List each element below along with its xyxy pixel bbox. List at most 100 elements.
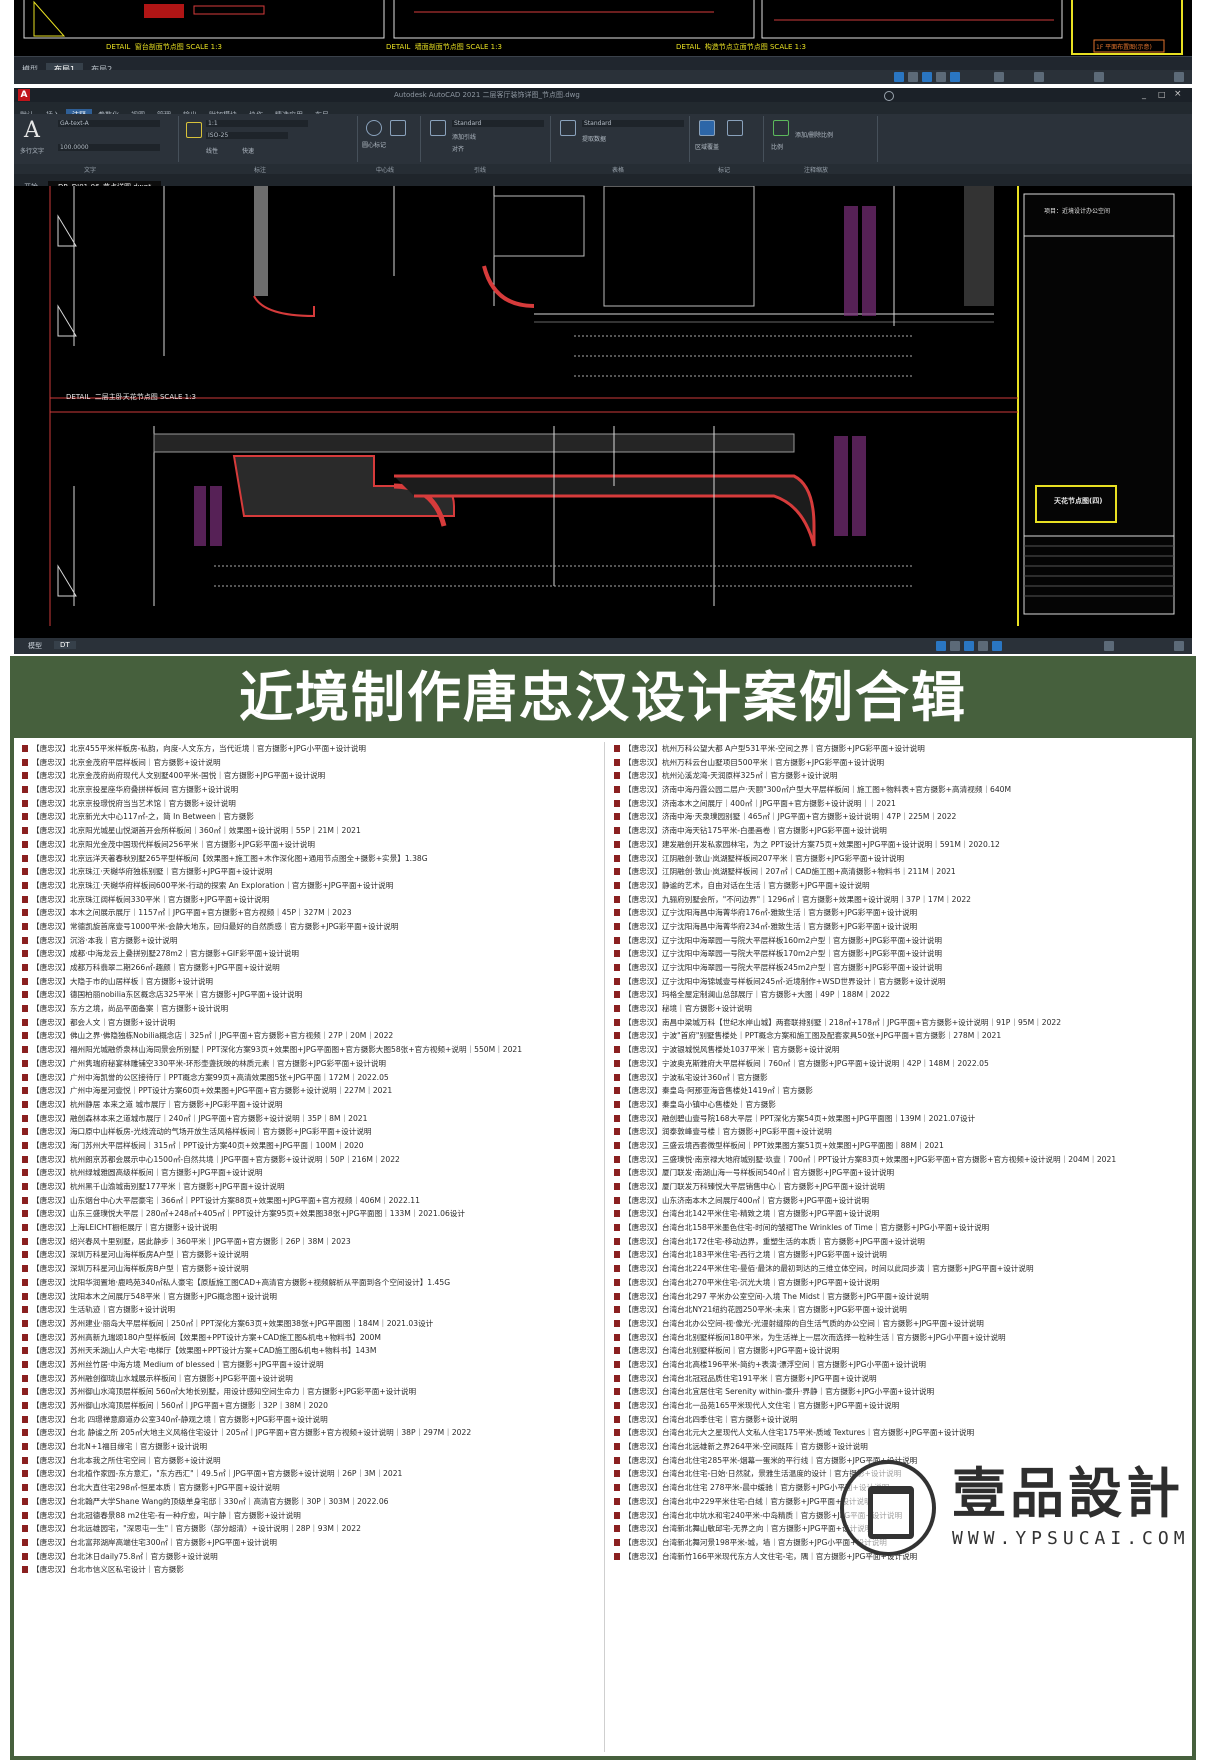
list-item: 【唐忠汉】辽宁沈阳中海翠园一号院大平层样板170m2户型｜官方摄影+JPG彩平面… (614, 947, 1190, 961)
workspace-gear-icon[interactable] (1094, 72, 1104, 82)
add-leader-label[interactable]: 添加引线 (452, 134, 477, 141)
list-item: 【唐忠汉】台北大直住宅298㎡-恒星本质｜官方摄影+JPG平面+设计说明 (22, 1481, 598, 1495)
list-item: 【唐忠汉】九骊府别墅会所，"不问边界"｜1296㎡｜官方摄影+效果图+设计说明｜… (614, 893, 1190, 907)
list-item: 【唐忠汉】东方之境，尚品平面备案｜官方摄影+设计说明 (22, 1002, 598, 1016)
detail-label-1: DETAIL 窗台剖面节点图 SCALE 1:3 (106, 43, 222, 51)
detail-sub-main: 二层主卧天花节点图 SCALE 1:3 (94, 393, 196, 401)
side-panel-stamp: 天花节点图(四) (1054, 497, 1103, 505)
list-item: 【唐忠汉】苏州御山水湾顶层样板间｜560㎡｜JPG平面+官方摄影｜32P｜38M… (22, 1399, 598, 1413)
case-list-section: 近境制作唐忠汉设计案例合辑 【唐忠汉】北京455平米样板房-私韵，向度-人文东方… (10, 656, 1196, 1760)
snap-toggle-icon-main[interactable] (950, 641, 960, 651)
table-style-select[interactable]: Standard (582, 120, 684, 127)
list-item: 【唐忠汉】厦门联发万科臻悦大平层销售中心｜官方摄影+JPG平面+设计说明 (614, 1180, 1190, 1194)
minimize-icon[interactable]: _ (1142, 90, 1146, 99)
search-icon[interactable] (884, 91, 894, 101)
list-item: 【唐忠汉】厦门联发·南湖山海一号样板间540㎡｜官方摄影+JPG平面+设计说明 (614, 1166, 1190, 1180)
snap-toggle-icon[interactable] (908, 72, 918, 82)
list-item: 【唐忠汉】苏州建业·丽岛大平层样板间｜250㎡｜PPT深化方案63页+效果图38… (22, 1317, 598, 1331)
list-item: 【唐忠汉】辽宁沈阳中海锦城壹号样板间245㎡-近境制作+WSD世界设计｜官方摄影… (614, 975, 1190, 989)
list-item: 【唐忠汉】台湾台北冠冠品质住宅191平米｜官方摄影+JPG平面+设计说明 (614, 1372, 1190, 1386)
osnap-toggle-icon[interactable] (950, 72, 960, 82)
list-item: 【唐忠汉】北京珠江·天樾华府样板间600平米-行动的探索 An Explorat… (22, 879, 598, 893)
list-item: 【唐忠汉】台北 静谧之所 205㎡大地主义风格住宅设计｜205㎡｜JPG平面+官… (22, 1426, 598, 1440)
multileader-icon[interactable] (430, 120, 446, 136)
grid-toggle-icon[interactable] (894, 72, 904, 82)
tab-model-top[interactable]: 模型 (14, 63, 46, 76)
text-height-input[interactable]: 100.0000 (58, 144, 160, 151)
polar-toggle-icon-main[interactable] (978, 641, 988, 651)
wipeout-icon[interactable] (699, 120, 715, 136)
app-title-bar: A Autodesk AutoCAD 2021 二层客厅装饰详图_节点图.dwg… (14, 88, 1192, 102)
add-remove-scale-label[interactable]: 添加/删除比例 (795, 132, 834, 139)
ortho-toggle-icon[interactable] (922, 72, 932, 82)
detail-sub-3: 构造节点立面节点图 SCALE 1:3 (704, 43, 806, 51)
list-item: 【唐忠汉】成都万科翡翠二期266㎡-趣颜｜官方摄影+JPG平面+设计说明 (22, 961, 598, 975)
panel-title-markup: 标记 (718, 167, 731, 174)
annotation-scale-icon-main[interactable] (773, 120, 789, 136)
list-item: 【唐忠汉】山东济南本木之间展厅400㎡｜官方摄影+JPG平面+设计说明 (614, 1194, 1190, 1208)
customize-menu-icon-main[interactable] (1174, 641, 1184, 651)
list-item: 【唐忠汉】苏州高新九瑞颂180户型样板间【效果图+PPT设计方案+CAD施工图&… (22, 1331, 598, 1345)
maximize-icon[interactable]: □ (1158, 90, 1166, 99)
dim-style-select[interactable]: ISO-25 (206, 132, 288, 139)
list-item: 【唐忠汉】常德凯旋首席壹号1000平米-会静大地东，回归最好的自然质感｜官方摄影… (22, 920, 598, 934)
list-item: 【唐忠汉】绍兴春风十里别墅，居此静步｜360平米｜JPG平面+官方摄影｜26P｜… (22, 1235, 598, 1249)
list-item: 【唐忠汉】台湾台北住宅285平米-烟幕一蛋米的平行线｜官方摄影+JPG平面+设计… (614, 1454, 1190, 1468)
list-item: 【唐忠汉】台湾台北远雄新之界264平米-空间既阵｜官方摄影+设计说明 (614, 1440, 1190, 1454)
list-item: 【唐忠汉】台北N+1福目缘宅｜官方摄影+设计说明 (22, 1440, 598, 1454)
table-icon[interactable] (560, 120, 576, 136)
list-item: 【唐忠汉】台湾台北高楼196平米-简约+表演·漂浮空间｜官方摄影+JPG小平面+… (614, 1358, 1190, 1372)
dimension-icon[interactable] (186, 122, 202, 138)
panel-title-table: 表格 (612, 167, 625, 174)
ortho-toggle-icon-main[interactable] (964, 641, 974, 651)
list-item: 【唐忠汉】苏州丝竹居·中海方境 Medium of blessed｜官方摄影+J… (22, 1358, 598, 1372)
grid-toggle-icon-main[interactable] (936, 641, 946, 651)
list-item: 【唐忠汉】杭州绿城雅圆高级样板间｜官方摄影+JPG平面+设计说明 (22, 1166, 598, 1180)
tab-model-main[interactable]: 模型 (28, 642, 42, 650)
text-style-select[interactable]: GA-text-A (58, 120, 160, 127)
list-item: 【唐忠汉】宁波"首府"别墅售楼处｜PPT概念方案和施工图及配套家具50张+JPG… (614, 1029, 1190, 1043)
cad-drawing-canvas[interactable] (14, 186, 1192, 626)
panel-dimension: 1:1 ISO-25 线性 快速 (182, 116, 358, 162)
autocad-logo-icon[interactable]: A (18, 89, 30, 101)
multiline-text-icon[interactable]: A (24, 118, 40, 143)
customize-menu-icon[interactable] (1174, 72, 1184, 82)
align-leader-label[interactable]: 对齐 (452, 146, 465, 153)
list-item: 【唐忠汉】北京珠江阔样板间330平米｜官方摄影+JPG平面+设计说明 (22, 893, 598, 907)
list-item: 【唐忠汉】台湾台北NY21纽约花园250平米-未来｜官方摄影+JPG彩平面+设计… (614, 1303, 1190, 1317)
list-item: 【唐忠汉】成都·中海龙云上叠拼别墅278m2｜官方摄影+GIF彩平面+设计说明 (22, 947, 598, 961)
workspace-gear-icon-main[interactable] (1104, 641, 1114, 651)
panel-title-annoscale: 注释缩放 (804, 167, 829, 174)
linear-dim-label[interactable]: 线性 (206, 148, 219, 155)
list-item: 【唐忠汉】台湾台北宜居住宅 Serenity within-豪升·界静｜官方摄影… (614, 1385, 1190, 1399)
list-item: 【唐忠汉】佛山之界·佛隐独栋Nobilia概念店｜325㎡｜JPG平面+官方摄影… (22, 1029, 598, 1043)
centerline-icon[interactable] (390, 120, 406, 136)
list-item: 【唐忠汉】山东三盛璞悦大平层｜280㎡+248㎡+405㎡｜PPT设计方案95页… (22, 1207, 598, 1221)
revcloud-icon[interactable] (727, 120, 743, 136)
list-item: 【唐忠汉】北京金茂府尚府现代人文别墅400平米-国悦｜官方摄影+JPG平面+设计… (22, 769, 598, 783)
leader-style-select[interactable]: Standard (452, 120, 544, 127)
lineweight-icon[interactable] (994, 72, 1004, 82)
quick-dim-label[interactable]: 快速 (242, 148, 255, 155)
panel-leader: Standard 添加引线 对齐 (424, 116, 551, 162)
annotation-scale-icon[interactable] (1034, 72, 1044, 82)
list-item: 【唐忠汉】台湾台北270平米住宅-沉光大境｜官方摄影+JPG平面+设计说明 (614, 1276, 1190, 1290)
close-icon[interactable]: × (1174, 89, 1182, 99)
osnap-toggle-icon-main[interactable] (992, 641, 1002, 651)
list-item: 【唐忠汉】北京京投星座华府叠拼样板间 官方摄影+设计说明 (22, 783, 598, 797)
list-item: 【唐忠汉】秦皇岛小镇中心售楼处｜官方摄影 (614, 1098, 1190, 1112)
tab-dt-main[interactable]: DT (54, 641, 76, 649)
extract-data-label[interactable]: 提取数据 (582, 136, 607, 143)
list-item: 【唐忠汉】大隐于市的山居样板｜官方摄影+设计说明 (22, 975, 598, 989)
polar-toggle-icon[interactable] (936, 72, 946, 82)
list-item: 【唐忠汉】台湾台北297 平米办公室空间-入境 The Midst｜官方摄影+J… (614, 1290, 1190, 1304)
scale-label: 比例 (771, 144, 784, 151)
dim-scale-select[interactable]: 1:1 (206, 120, 308, 127)
watermark-url: WWW.YPSUCAI.COM (952, 1528, 1190, 1549)
center-mark-icon[interactable] (366, 120, 382, 136)
column-divider (604, 742, 605, 1752)
tab-layout2-top[interactable]: 布局2 (83, 63, 120, 76)
list-item: 【唐忠汉】济南中海·天泉璞园别墅｜465㎡｜JPG平面+官方摄影+设计说明｜47… (614, 810, 1190, 824)
document-tabs: 开始DR_DJ01-06_节点详图.dwg* (14, 174, 1192, 193)
list-item: 【唐忠汉】台湾台北元大之星现代人文私人住宅175平米-质域 Textures｜官… (614, 1426, 1190, 1440)
